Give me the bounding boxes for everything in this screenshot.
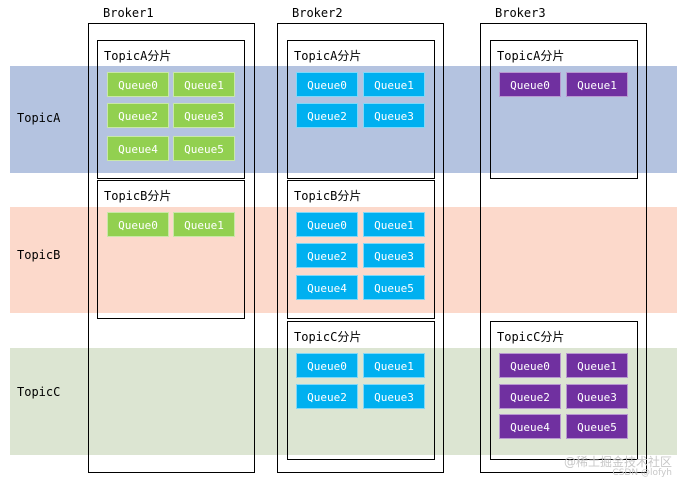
queue-box: Queue5 [363, 275, 425, 300]
queue-box: Queue0 [296, 72, 358, 97]
queue-box: Queue2 [499, 384, 561, 409]
topic-c-label: TopicC [17, 385, 61, 399]
broker2-topica-shard: TopicA分片 Queue0 Queue1 Queue2 Queue3 [287, 40, 435, 179]
queue-box: Queue1 [173, 72, 235, 97]
queue-box: Queue5 [173, 136, 235, 161]
queue-box: Queue4 [296, 275, 358, 300]
broker3-topicc-shard: TopicC分片 Queue0 Queue1 Queue2 Queue3 Que… [490, 321, 638, 460]
queue-box: Queue1 [566, 353, 628, 378]
broker3-topica-shard: TopicA分片 Queue0 Queue1 [490, 40, 638, 179]
watermark: @稀土掘金技术社区 [563, 455, 672, 469]
queue-box: Queue4 [107, 136, 169, 161]
queue-box: Queue0 [499, 72, 561, 97]
queue-box: Queue2 [296, 384, 358, 409]
queue-box: Queue1 [363, 72, 425, 97]
queue-box: Queue3 [363, 243, 425, 268]
shard-title: TopicC分片 [497, 330, 565, 344]
broker1-label: Broker1 [103, 6, 154, 20]
queue-box: Queue0 [107, 212, 169, 237]
shard-title: TopicA分片 [294, 49, 362, 63]
queue-box: Queue2 [107, 103, 169, 128]
broker2-topicb-shard: TopicB分片 Queue0 Queue1 Queue2 Queue3 Que… [287, 180, 435, 319]
queue-box: Queue2 [296, 243, 358, 268]
queue-box: Queue1 [566, 72, 628, 97]
shard-title: TopicB分片 [294, 189, 362, 203]
queue-box: Queue1 [363, 353, 425, 378]
queue-box: Queue3 [363, 384, 425, 409]
queue-box: Queue0 [296, 212, 358, 237]
broker1-box [88, 23, 255, 473]
queue-box: Queue0 [499, 353, 561, 378]
shard-title: TopicA分片 [104, 49, 172, 63]
broker2-topicc-shard: TopicC分片 Queue0 Queue1 Queue2 Queue3 [287, 321, 435, 460]
broker3-label: Broker3 [495, 6, 546, 20]
queue-box: Queue2 [296, 103, 358, 128]
broker2-box [277, 23, 444, 473]
shard-title: TopicC分片 [294, 330, 362, 344]
shard-title: TopicB分片 [104, 189, 172, 203]
queue-box: Queue1 [173, 212, 235, 237]
broker1-topicb-shard: TopicB分片 Queue0 Queue1 [97, 180, 245, 319]
queue-box: Queue3 [566, 384, 628, 409]
broker3-box [480, 23, 647, 473]
queue-box: Queue1 [363, 212, 425, 237]
queue-box: Queue4 [499, 414, 561, 439]
queue-box: Queue0 [296, 353, 358, 378]
queue-box: Queue3 [363, 103, 425, 128]
topic-a-label: TopicA [17, 111, 61, 125]
queue-box: Queue5 [566, 414, 628, 439]
broker1-topica-shard: TopicA分片 Queue0 Queue1 Queue2 Queue3 Que… [97, 40, 245, 179]
queue-box: Queue0 [107, 72, 169, 97]
topic-b-label: TopicB [17, 248, 61, 262]
queue-box: Queue3 [173, 103, 235, 128]
csdn-credit: CSDN @lofyh [612, 468, 672, 478]
shard-title: TopicA分片 [497, 49, 565, 63]
broker2-label: Broker2 [292, 6, 343, 20]
